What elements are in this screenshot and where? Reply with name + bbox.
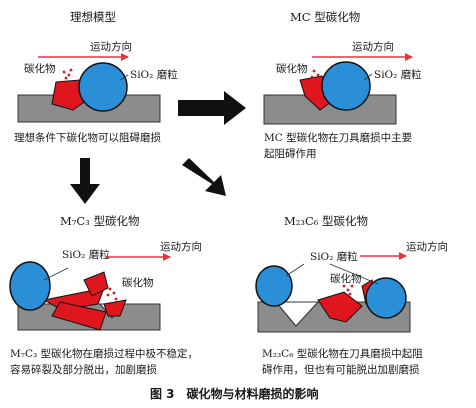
panel-ideal-caption: 理想条件下碳化物可以阻碍磨损 [14,132,161,144]
panel-m23c6-caption-line2: 碍作用，但也有可能脱出加剧磨损 [262,364,420,376]
carbide-chip [83,271,109,297]
carbide-fragment [103,299,127,317]
panel-ideal-sio2-label: SiO₂ 磨粒 [130,69,178,81]
leader-line [285,263,305,277]
sio2-particle-left [255,265,293,307]
sio2-particle [9,261,51,311]
panel-ideal-title: 理想模型 [70,10,116,24]
debris-dots [62,68,73,80]
panel-mc-title: MC 型碳化物 [290,10,361,24]
panel-mc-sio2-label: SiO₂ 磨粒 [374,69,422,81]
panel-ideal-motion-label: 运动方向 [90,41,132,53]
debris-dots [310,69,320,79]
flow-arrow-down [70,158,100,204]
panel-m23c6-carbide-label: 碳化物 [330,273,362,285]
panel-ideal-carbide-label: 碳化物 [24,63,56,75]
panel-m23c6-sio2-label: SiO₂ 磨粒 [310,251,358,263]
panel-mc-caption-line1: MC 型碳化物在刀具磨损中主要 [264,132,413,144]
leader-line [43,267,69,281]
leader-line [329,263,379,285]
panel-m7c3-caption-line1: M₇C₃ 型碳化物在磨损过程中极不稳定， [10,348,199,360]
sio2-particle-right [365,277,407,319]
panel-m23c6-title: M₂₃C₆ 型碳化物 [284,214,369,228]
panel-m7c3-sio2-label: SiO₂ 磨粒 [62,249,110,261]
panel-ideal-graphics [17,53,161,123]
leader-line [363,73,373,81]
leader-line [119,74,129,81]
carbide [317,291,363,323]
panel-mc-motion-label: 运动方向 [352,41,394,53]
panel-mc-graphics [263,53,413,125]
panel-mc-carbide-label: 碳化物 [276,63,308,75]
sio2-particle [321,61,371,111]
panel-m7c3-title: M₇C₃ 型碳化物 [60,214,140,228]
panel-m7c3-carbide-label: 碳化物 [122,277,154,289]
panel-m23c6-caption-line1: M₂₃C₆ 型碳化物在刀具磨损中起阻 [262,348,423,360]
panel-m23c6-motion-label: 运动方向 [406,241,448,253]
debris-dots [342,284,354,296]
carbide [51,79,88,111]
figure-caption: 图 3 碳化物与材料磨损的影响 [150,387,319,401]
flow-arrow-right [178,91,246,125]
pull-out-void [274,301,320,327]
debris-dots [106,287,118,301]
sio2-particle [78,62,128,112]
carbide-fragment [51,301,107,331]
flow-arrow-diagonal [182,158,226,196]
panel-m7c3-graphics [9,253,171,331]
panel-m7c3-caption-line2: 容易碎裂及部分脱出，加剧磨损 [10,364,157,376]
panel-m23c6-graphics [255,252,411,333]
panel-m7c3-motion-label: 运动方向 [160,241,202,253]
panel-mc-caption-line2: 起阻碍作用 [264,148,317,160]
